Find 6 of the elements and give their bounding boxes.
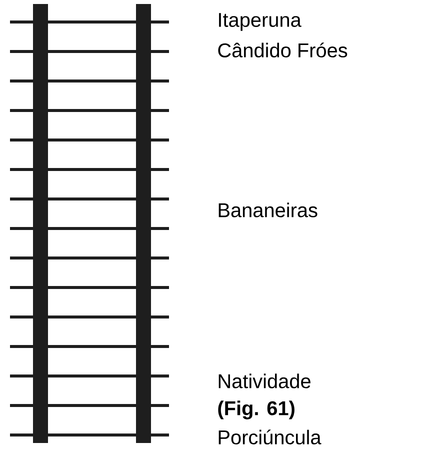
station-label: (Fig. 61) [218,400,294,420]
station-label: Porciúncula [218,430,322,444]
station-label: Bananeiras [218,202,318,218]
station-label: Cândido Fróes [218,42,348,58]
station-label: Itaperuna [219,13,302,31]
station-label: Natividade [218,374,310,388]
